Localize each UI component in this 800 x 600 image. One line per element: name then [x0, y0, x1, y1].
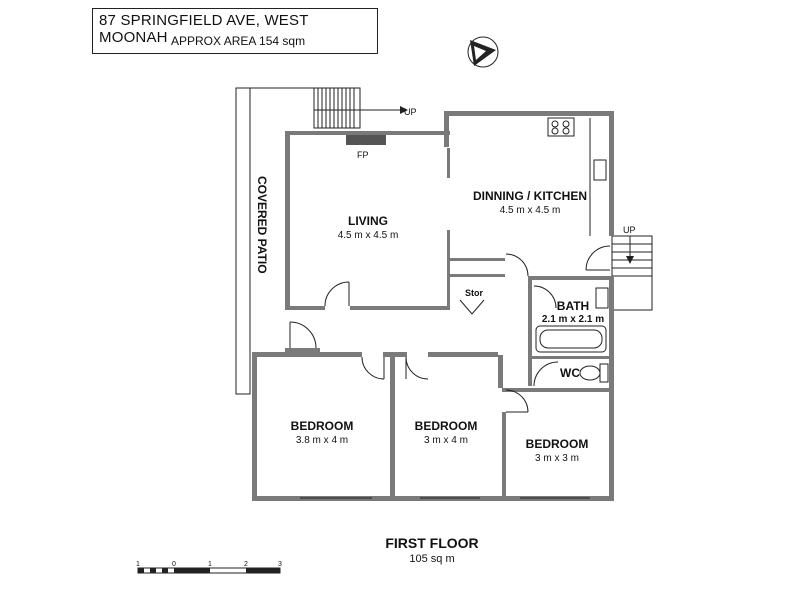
stairs-up-label: UP: [404, 107, 417, 117]
bedroom3-door: [505, 389, 529, 413]
scale-tick-label: 1: [136, 561, 140, 568]
wc-door: [533, 361, 559, 387]
bedroom1-size: 3.8 m x 4 m: [296, 435, 348, 446]
kitchen-size: 4.5 m x 4.5 m: [500, 205, 561, 216]
address-title: 87 SPRINGFIELD AVE, WEST MOONAH: [99, 12, 309, 46]
toilet-icon: [579, 363, 609, 383]
fp-label: FP: [357, 150, 369, 160]
kitchen-door: [585, 245, 611, 271]
kitchen-hall-door: [505, 253, 529, 277]
covered-patio: [235, 87, 314, 395]
fireplace-icon: [346, 135, 386, 145]
cooktop-icon: [547, 117, 575, 137]
north-arrow-icon: [467, 36, 499, 68]
kitchen-label: DINNING / KITCHEN: [473, 189, 587, 203]
living-label: LIVING: [348, 214, 388, 228]
scale-tick-label: 0: [172, 561, 176, 568]
title-box: 87 SPRINGFIELD AVE, WEST MOONAH APPROX A…: [92, 8, 378, 54]
stor-door: [459, 299, 485, 315]
scale-tick-label: 3: [278, 561, 282, 568]
interior-walls: [285, 148, 612, 500]
floor-area: 105 sq m: [409, 553, 454, 565]
bathtub-icon: [535, 325, 607, 353]
bedroom2-door: [405, 356, 429, 380]
stor-label: Stor: [465, 288, 483, 298]
bedroom1-door: [361, 356, 385, 380]
bedroom2-label: BEDROOM: [415, 419, 478, 433]
bath-door: [533, 285, 557, 309]
bedroom3-label: BEDROOM: [526, 437, 589, 451]
bedroom1-label: BEDROOM: [291, 419, 354, 433]
scale-tick-label: 1: [208, 561, 212, 568]
living-door: [324, 281, 350, 307]
scale-tick-label: 2: [244, 561, 248, 568]
area-subtitle: APPROX AREA 154 sqm: [171, 34, 306, 48]
stairs-top: [313, 87, 408, 129]
floor-label: FIRST FLOOR: [385, 535, 478, 551]
patio-label: COVERED PATIO: [255, 176, 269, 274]
vanity-icon: [595, 287, 609, 309]
bath-label: BATH: [557, 299, 589, 313]
wc-label: WC: [560, 366, 580, 380]
bath-size: 2.1 m x 2.1 m: [542, 314, 604, 325]
scale-bar: 1 0 1 2 3: [136, 561, 282, 574]
stairs-right: [611, 235, 653, 311]
hall-door: [289, 321, 317, 349]
bedroom3-size: 3 m x 3 m: [535, 453, 579, 464]
kitchen-bench: [589, 118, 607, 236]
living-size: 4.5 m x 4.5 m: [338, 230, 399, 241]
stairs-up-label-right: UP: [623, 225, 636, 235]
bedroom2-size: 3 m x 4 m: [424, 435, 468, 446]
